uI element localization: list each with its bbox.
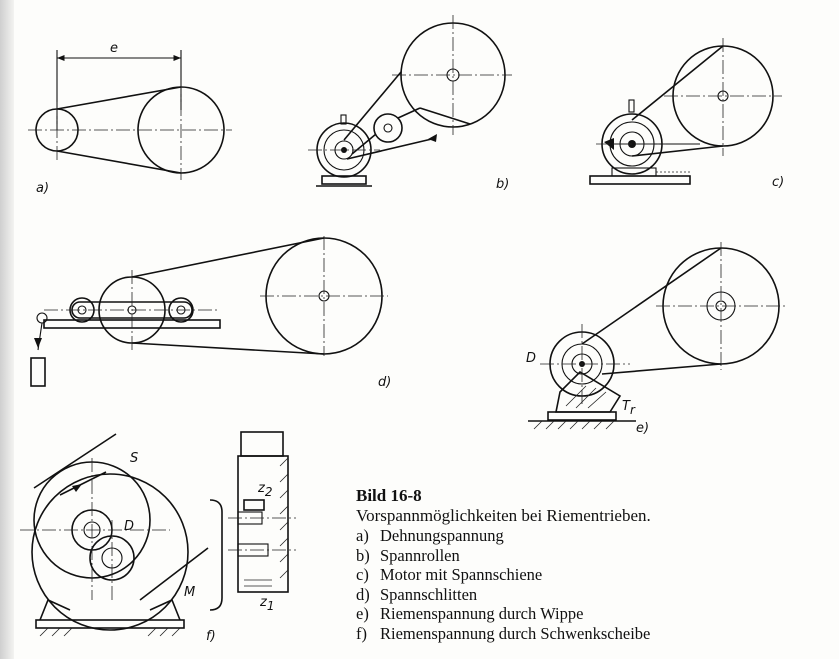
- page-edge-shadow: [0, 0, 14, 659]
- panel-b-label: b): [496, 177, 509, 192]
- tension-roller: [373, 113, 403, 143]
- caption-item: d)Spannschlitten: [356, 584, 478, 604]
- caption-list: a)Dehnungspannung b)Spannrollen c)Motor …: [356, 526, 826, 643]
- center-distance-label: e: [110, 41, 118, 56]
- motor-housing: [31, 473, 189, 631]
- panel-b-tension-pulleys: b): [308, 15, 512, 192]
- section-brace: [209, 499, 223, 611]
- panel-e-label: e): [636, 421, 649, 436]
- disc-diameter-label: D: [124, 519, 134, 534]
- gear-z2-label: z2: [257, 481, 272, 499]
- panel-c-label: c): [772, 175, 784, 190]
- panel-f-swivel-disc: S D M z2 z1 f): [20, 431, 296, 644]
- panel-d-label: d): [378, 375, 391, 390]
- panel-a-label: a): [36, 181, 49, 196]
- caption-item: f)Riemenspannung durch Schwenkscheibe: [356, 623, 651, 643]
- panel-a-stretch-tension: e a): [28, 41, 232, 196]
- caption-subtitle: Vorspannmöglichkeiten bei Riementrieben.: [356, 506, 651, 525]
- panel-e-rocker: D Tr e): [526, 242, 786, 436]
- panel-c-motor-rail: c): [589, 38, 784, 190]
- caption-item: e)Riemenspannung durch Wippe: [356, 604, 584, 623]
- tension-rail: [589, 175, 691, 185]
- disc-label: S: [130, 451, 138, 466]
- rocker-arm: [555, 370, 622, 413]
- panel-f-label: f): [206, 629, 216, 644]
- figure-caption: Bild 16-8 Vorspannmöglichkeiten bei Riem…: [356, 486, 826, 643]
- rocker-torque-label: Tr: [622, 399, 636, 417]
- panel-d-tension-slide: d): [30, 236, 391, 390]
- caption-item: b)Spannrollen: [356, 545, 460, 565]
- tension-weight: [30, 357, 46, 387]
- motor-label: M: [184, 585, 195, 600]
- caption-item: a)Dehnungspannung: [356, 526, 504, 545]
- caption-title: Bild 16-8: [356, 486, 422, 505]
- caption-item: c)Motor mit Spannschiene: [356, 565, 543, 584]
- gear-z1-label: z1: [259, 595, 274, 613]
- rocker-diameter-label: D: [526, 351, 536, 366]
